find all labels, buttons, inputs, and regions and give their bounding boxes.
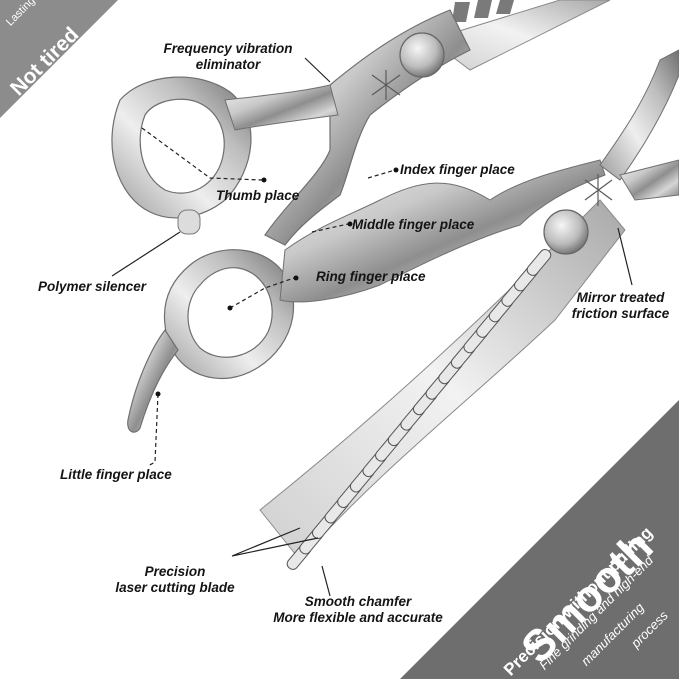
label-chamfer-line1: Smooth chamfer bbox=[304, 594, 412, 609]
pivot-screw-upper bbox=[399, 32, 445, 78]
label-mirror-line1: Mirror treated bbox=[576, 290, 665, 305]
thumb-connector bbox=[224, 84, 339, 131]
lower-handle-upper bbox=[599, 49, 679, 181]
polymer-silencer-nub bbox=[177, 209, 201, 235]
label-precision-line2: laser cutting blade bbox=[115, 580, 235, 595]
label-polymer-silencer: Polymer silencer bbox=[38, 279, 147, 294]
upper-blade bbox=[428, 0, 611, 71]
dot-index bbox=[393, 167, 399, 173]
label-smooth-chamfer: Smooth chamfer More flexible and accurat… bbox=[258, 594, 458, 626]
dot-middle bbox=[347, 221, 353, 227]
label-thumb: Thumb place bbox=[216, 188, 300, 203]
dot-little bbox=[155, 391, 161, 397]
label-index-finger: Index finger place bbox=[400, 162, 515, 177]
upper-blade-teeth bbox=[452, 0, 514, 22]
leader-thumb bbox=[141, 127, 263, 181]
dot-ring-inner bbox=[227, 305, 233, 311]
label-mirror-treated: Mirror treated friction surface bbox=[562, 290, 679, 322]
callout-dots bbox=[155, 167, 399, 397]
label-little-finger: Little finger place bbox=[60, 467, 172, 482]
label-ring-finger: Ring finger place bbox=[316, 269, 426, 284]
finger-tang bbox=[127, 328, 179, 433]
leader-index bbox=[367, 169, 396, 179]
label-frequency-line2: eliminator bbox=[195, 57, 261, 72]
label-precision-line1: Precision bbox=[144, 564, 206, 579]
promo-banner-background bbox=[400, 400, 679, 679]
label-frequency-line1: Frequency vibration bbox=[163, 41, 293, 56]
leader-little bbox=[147, 393, 159, 467]
leader-precision bbox=[231, 527, 319, 557]
leader-mirror bbox=[617, 227, 633, 286]
leader-polymer bbox=[111, 231, 181, 277]
label-frequency-vibration: Frequency vibration eliminator bbox=[153, 41, 303, 73]
logo-mark-upper bbox=[371, 70, 401, 100]
finger-ring bbox=[163, 249, 295, 380]
dot-thumb bbox=[261, 177, 267, 183]
lower-rest bbox=[619, 159, 679, 201]
lower-shank bbox=[279, 159, 606, 303]
label-chamfer-line2: More flexible and accurate bbox=[273, 610, 443, 625]
pivot-screw-lower bbox=[543, 209, 589, 255]
callout-lines bbox=[111, 57, 633, 597]
leader-frequency bbox=[304, 57, 331, 83]
label-middle-finger: Middle finger place bbox=[352, 217, 475, 232]
blade-tooth bbox=[526, 248, 552, 276]
label-precision-blade: Precision laser cutting blade bbox=[98, 564, 252, 596]
logo-mark-lower bbox=[584, 174, 613, 206]
thumb-ring bbox=[111, 76, 252, 219]
leader-chamfer bbox=[321, 565, 331, 597]
lower-scissor bbox=[127, 49, 679, 570]
dot-ring bbox=[293, 275, 299, 281]
label-mirror-line2: friction surface bbox=[571, 306, 670, 321]
leader-middle bbox=[311, 223, 349, 233]
upper-scissor bbox=[111, 0, 611, 246]
corner-badge-background bbox=[0, 0, 118, 118]
blade-teeth bbox=[286, 248, 552, 570]
